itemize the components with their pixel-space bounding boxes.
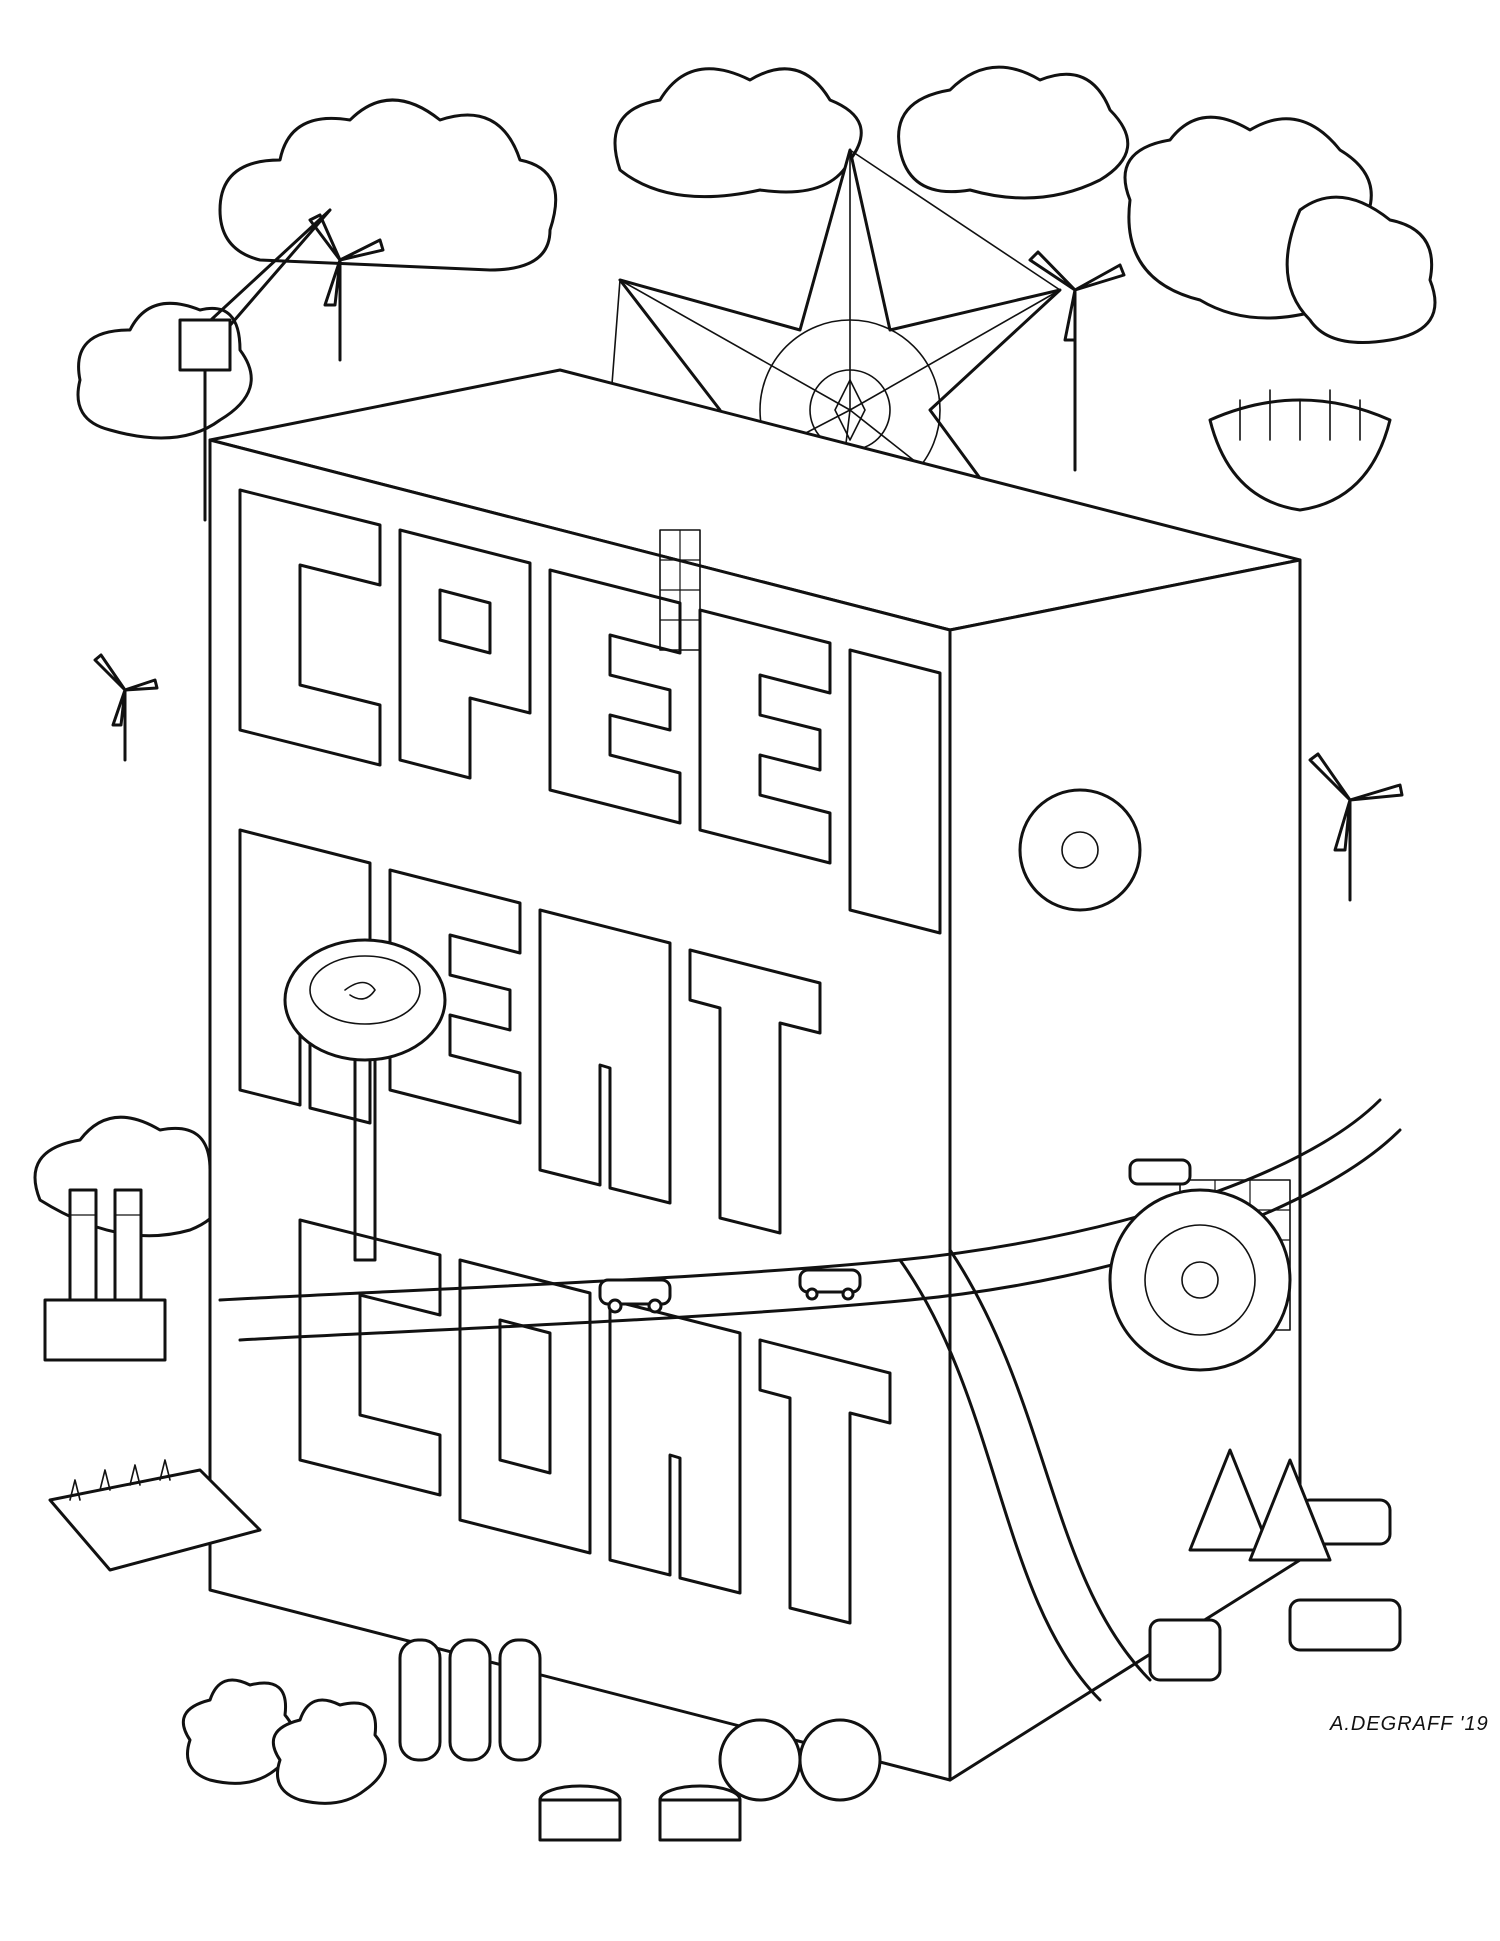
grass-patch bbox=[48, 1459, 262, 1572]
gear-machinery bbox=[718, 788, 1292, 1802]
isometric-block bbox=[208, 368, 1302, 1782]
trees bbox=[181, 1448, 1332, 1805]
vehicles bbox=[598, 1158, 1402, 1682]
smokestacks bbox=[43, 1188, 167, 1362]
winding-road bbox=[218, 1098, 1402, 1702]
wind-turbines bbox=[93, 213, 1404, 902]
steam-bowl bbox=[1208, 389, 1392, 512]
artist-signature: A.DEGRAFF '19 bbox=[1329, 1713, 1489, 1735]
cylinder-tanks bbox=[398, 1638, 742, 1842]
cloud-bank bbox=[33, 65, 1437, 1238]
block-letters bbox=[238, 488, 942, 1625]
water-tank bbox=[283, 938, 447, 1262]
crane bbox=[178, 208, 332, 522]
